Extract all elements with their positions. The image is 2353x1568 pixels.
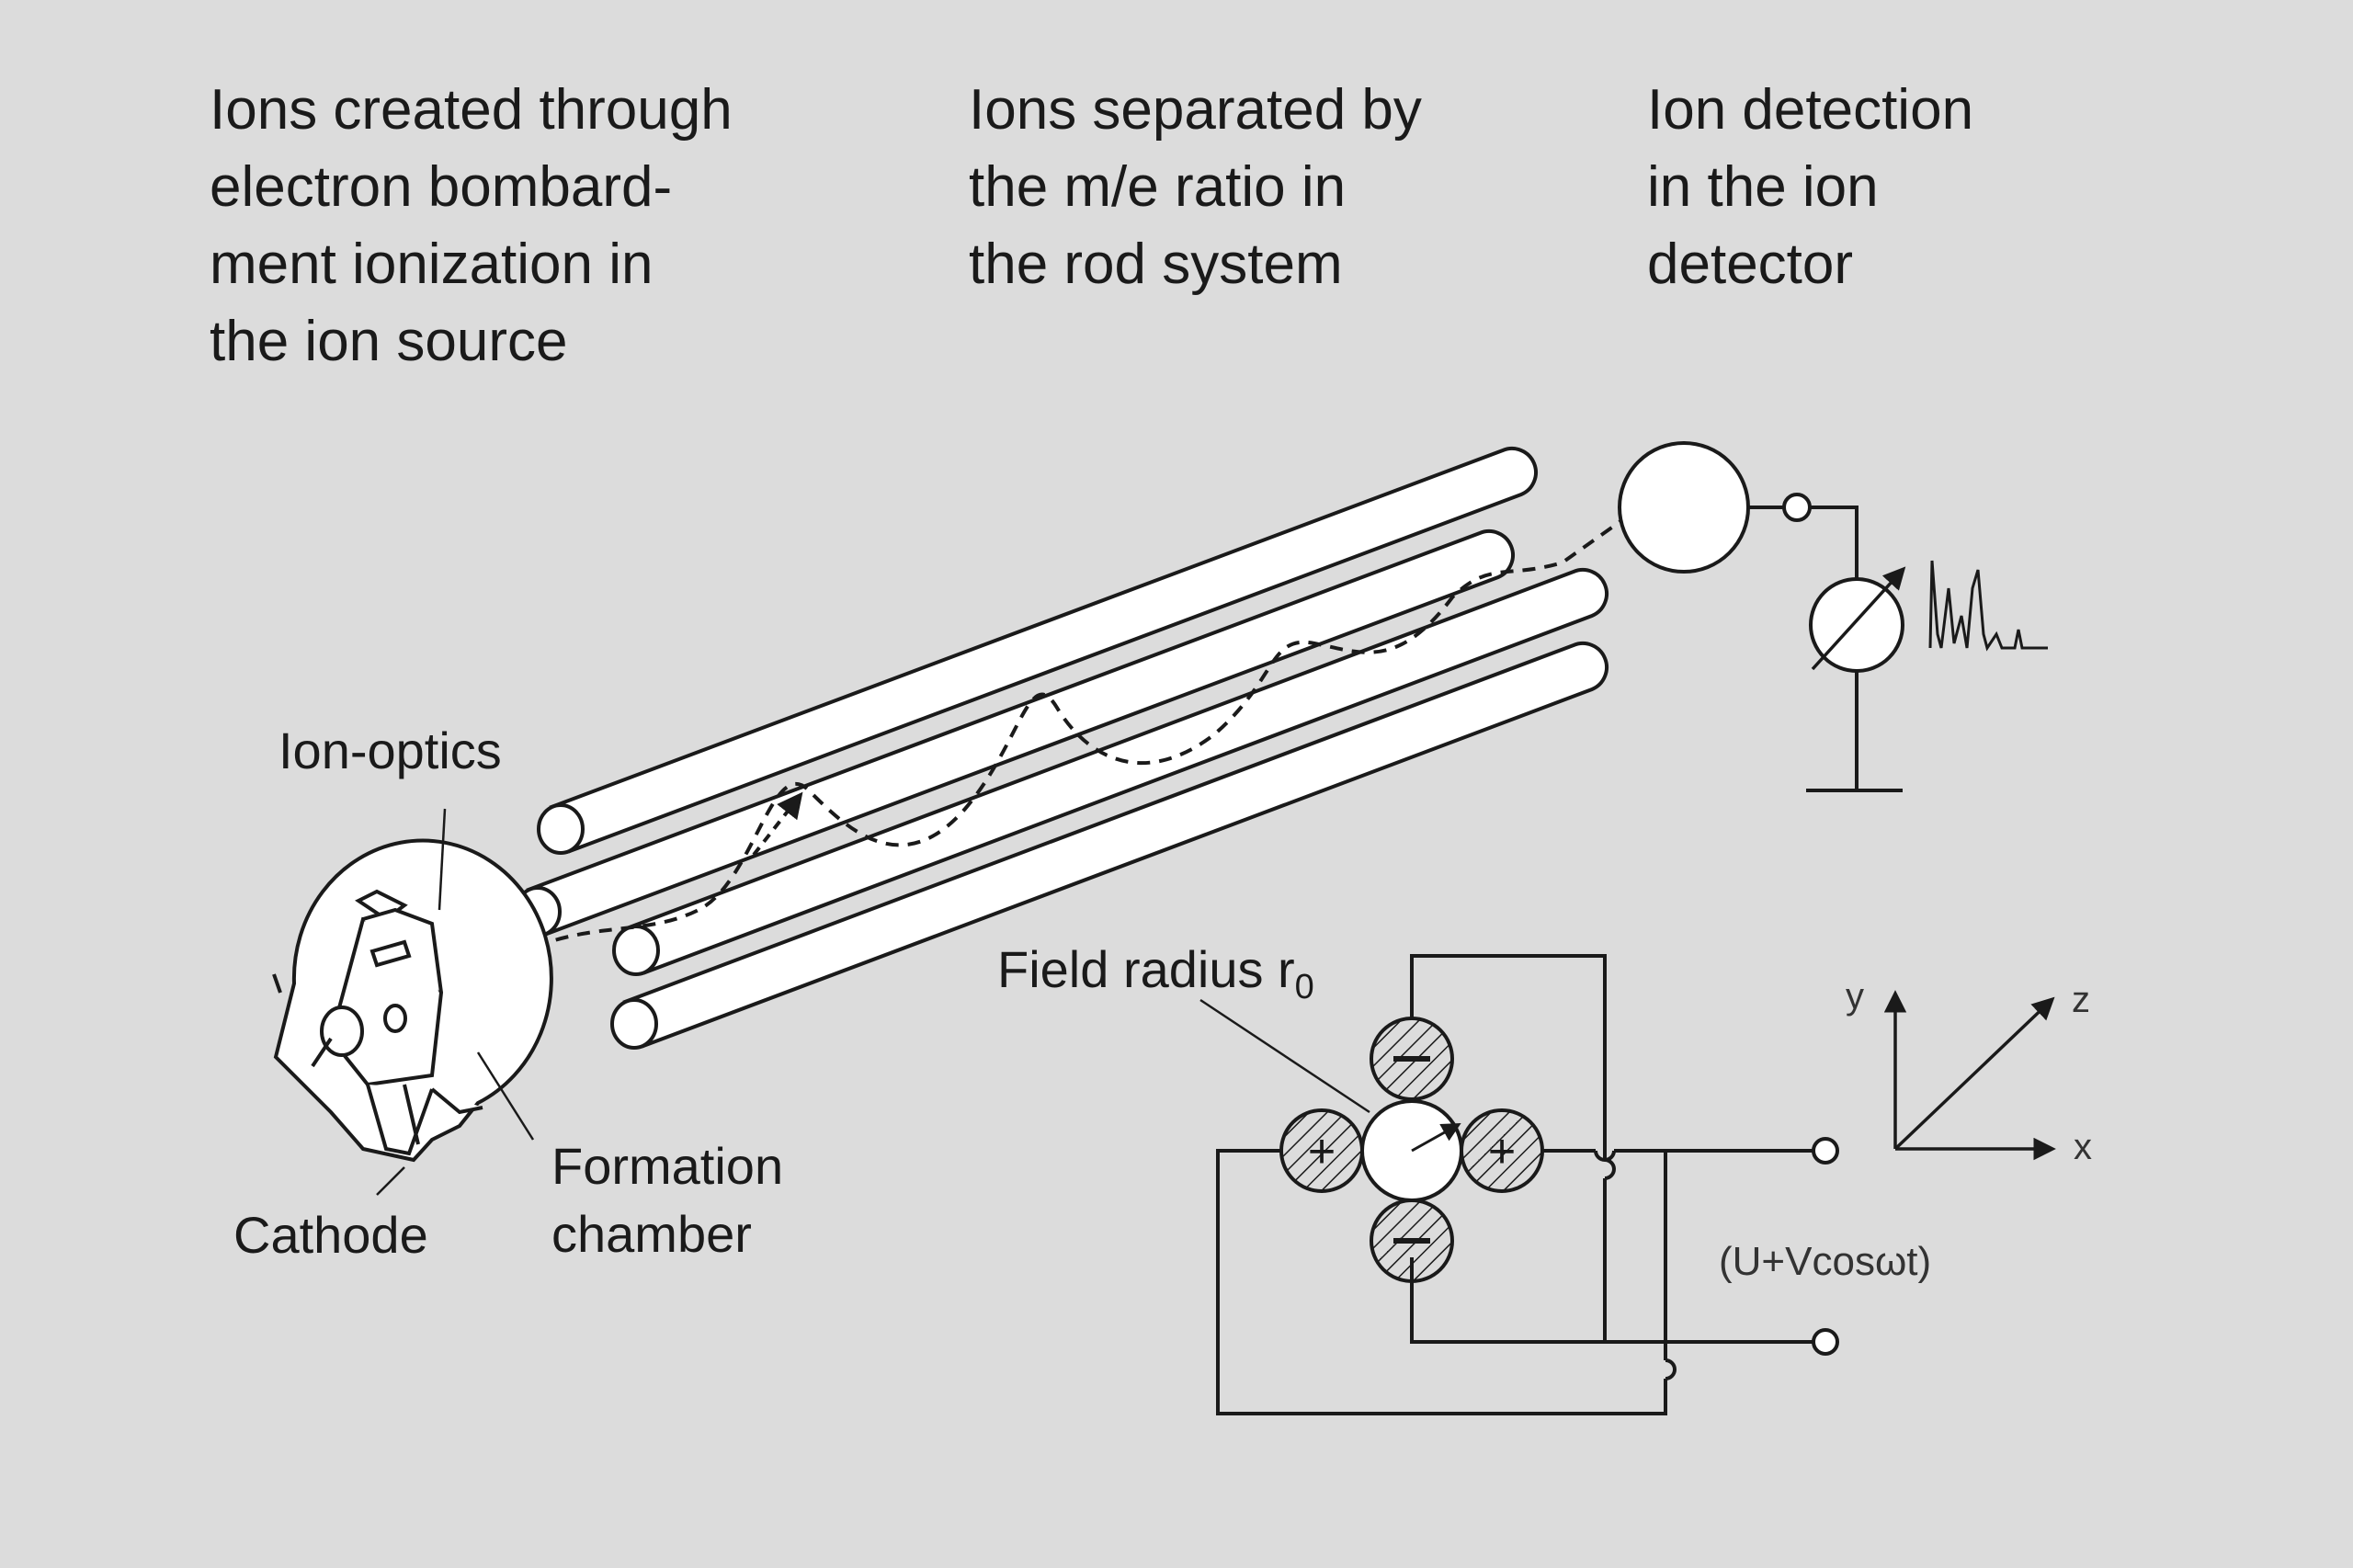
rod-sign-bottom-bar <box>1393 1238 1430 1244</box>
heading-ion-separation: Ions separated by the m/e ratio in the r… <box>969 72 1422 303</box>
heading-ion-detection-line: Ion detection <box>1647 78 1974 142</box>
heading-ion-detection-line: in the ion <box>1647 155 1879 219</box>
axis-label-y: y <box>1846 976 1864 1017</box>
z-axis <box>1893 996 2055 1151</box>
voltage-terminal-bottom <box>1812 1328 1839 1356</box>
heading-ion-source-line: electron bombard- <box>210 155 673 219</box>
label-field-radius: Field radius r0 <box>997 936 1314 1021</box>
heading-ion-source-line: the ion source <box>210 310 568 373</box>
label-formation-chamber: Formation chamber <box>551 1132 783 1268</box>
label-ion-optics: Ion-optics <box>278 722 502 779</box>
rod-sign-top-bar <box>1393 1056 1430 1062</box>
ion-trajectory <box>514 500 1650 958</box>
label-cathode: Cathode <box>233 1206 428 1264</box>
heading-ion-separation-line: the m/e ratio in <box>969 155 1347 219</box>
voltage-terminal-top <box>1812 1137 1839 1165</box>
field-radius-leader <box>1199 998 1370 1114</box>
leader-lines <box>376 808 1370 1196</box>
ammeter-needle <box>1811 566 1906 671</box>
heading-ion-separation-line: the rod system <box>969 233 1343 296</box>
ion-detector <box>1618 441 2048 792</box>
ion-optics-leader <box>438 808 447 911</box>
rod-system <box>514 447 1608 1050</box>
axis-label-z: z <box>2072 980 2090 1020</box>
label-field-radius-text: Field radius r <box>997 940 1295 998</box>
ion-trajectory-branch <box>752 791 803 857</box>
ion-source <box>272 838 553 1163</box>
coordinate-axes <box>1883 990 2056 1161</box>
quadrupole-cross-section <box>1216 954 1839 1415</box>
rod-front-right <box>612 568 1608 976</box>
heading-ion-source-line: Ions created through <box>210 78 733 142</box>
cathode-element <box>366 1084 434 1156</box>
rod-back-top <box>537 447 1538 855</box>
heading-ion-source-line: ment ionization in <box>210 233 654 296</box>
label-field-radius-subscript: 0 <box>1294 968 1314 1006</box>
axis-label-x: x <box>2074 1127 2092 1167</box>
label-formation-chamber-line: chamber <box>551 1205 752 1263</box>
formation-chamber-leader <box>476 1051 535 1141</box>
detector-collector <box>1618 441 1750 574</box>
heading-ion-source: Ions created through electron bombard- m… <box>210 72 733 381</box>
rod-front-bottom <box>610 642 1608 1050</box>
cathode-leader <box>376 1166 405 1196</box>
heading-ion-detection-line: detector <box>1647 233 1854 296</box>
heading-ion-detection: Ion detection in the ion detector <box>1647 72 1973 303</box>
label-voltage: (U+Vcosωt) <box>1719 1239 1932 1284</box>
label-formation-chamber-line: Formation <box>551 1137 784 1195</box>
rod-sign-right: + <box>1488 1125 1516 1178</box>
detector-terminal <box>1782 493 1812 522</box>
heading-ion-separation-line: Ions separated by <box>969 78 1422 142</box>
formation-chamber-hole <box>320 1006 364 1057</box>
mass-spectrum-trace <box>1928 560 2048 652</box>
rod-sign-left: + <box>1308 1125 1336 1178</box>
field-radius-arrow <box>1411 1122 1461 1153</box>
